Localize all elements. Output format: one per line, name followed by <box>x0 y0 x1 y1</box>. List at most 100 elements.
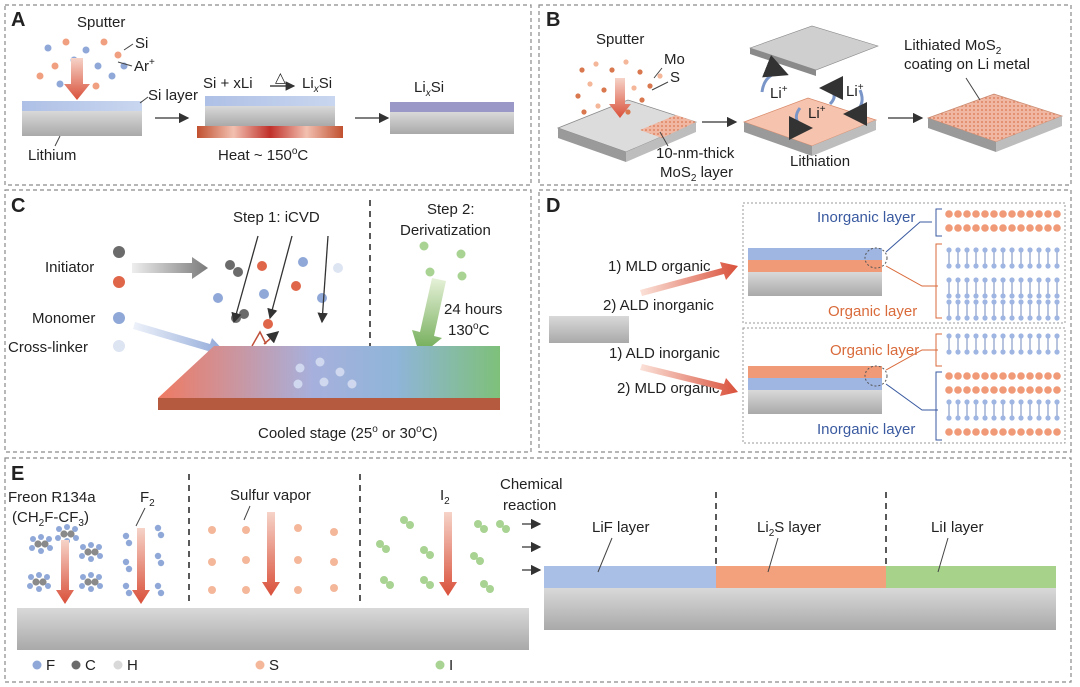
organic-end-atom <box>1000 263 1006 269</box>
derivatization-particles <box>419 241 467 281</box>
freon-carbon <box>39 578 47 586</box>
inorganic-atom <box>954 372 962 380</box>
organic-end-atom <box>955 349 961 355</box>
freon-fluorine <box>45 583 51 589</box>
organic-end-atom <box>946 293 952 299</box>
organic-end-atom <box>991 293 997 299</box>
organic-end-atom <box>964 349 970 355</box>
organic-end-atom <box>1027 415 1033 421</box>
inorganic-atom <box>981 428 989 436</box>
f2-atom <box>154 524 162 532</box>
initiator-arrow <box>132 257 208 279</box>
bottom-stack-frame <box>742 327 1066 444</box>
freon-fluorine <box>29 545 35 551</box>
organic-end-atom <box>1036 415 1042 421</box>
freon-carbon <box>67 530 75 538</box>
sulfur-atom <box>294 586 302 594</box>
inorganic-atom <box>999 372 1007 380</box>
iodine-atom <box>476 557 484 565</box>
inorganic-atom <box>963 210 971 218</box>
inorganic-atom <box>1017 386 1025 394</box>
inorganic-atom <box>981 224 989 232</box>
organic-end-atom <box>955 333 961 339</box>
lixsi-layer <box>390 102 514 112</box>
mo-label: Mo <box>664 51 685 68</box>
inorganic-atom <box>972 210 980 218</box>
panel-e-label: E <box>11 463 24 485</box>
panel-a-frame <box>4 4 532 186</box>
inorganic-atom <box>1044 224 1052 232</box>
organic-end-atom <box>1054 263 1060 269</box>
bottom-process-arrow <box>640 364 738 396</box>
inorganic-atom <box>999 224 1007 232</box>
iodine-arrow <box>439 512 457 596</box>
iodine-atom <box>426 551 434 559</box>
top-step1-label: 1) MLD organic <box>608 258 711 275</box>
organic-end-atom <box>982 399 988 405</box>
organic-end-atom <box>964 399 970 405</box>
lif-layer <box>544 566 716 588</box>
organic-end-atom <box>973 415 979 421</box>
organic-end-atom <box>991 399 997 405</box>
freon-fluorine <box>88 542 94 548</box>
panel-d-frame <box>538 189 1072 453</box>
iodine-atom <box>480 580 488 588</box>
freon-arrow <box>56 540 74 604</box>
organic-end-atom <box>964 299 970 305</box>
legend-c-label: C <box>85 657 96 674</box>
reaction-product: LixSi <box>302 75 332 95</box>
panel-d-label: D <box>546 195 560 217</box>
lithiation-label: Lithiation <box>790 153 850 170</box>
organic-end-atom <box>991 277 997 283</box>
organic-end-atom <box>1009 247 1015 253</box>
panel-c: C Step 1: iCVD Step 2: Derivatization In… <box>4 189 532 453</box>
organic-end-atom <box>1027 247 1033 253</box>
inorganic-atom <box>1044 386 1052 394</box>
li-foil-top <box>749 25 879 71</box>
lii-layer-label: LiI layer <box>931 519 984 536</box>
icvd-flux-3 <box>317 235 329 324</box>
top-step2-label: 2) ALD inorganic <box>603 297 714 314</box>
organic-end-atom <box>1036 277 1042 283</box>
freon-carbon <box>84 578 92 586</box>
iodine-atom <box>480 525 488 533</box>
inorganic-atom <box>954 224 962 232</box>
organic-end-atom <box>982 349 988 355</box>
inorganic-atom <box>1044 210 1052 218</box>
chemical-reaction-line1: Chemical <box>500 476 563 493</box>
iodine-atom <box>382 545 390 553</box>
organic-end-atom <box>1018 263 1024 269</box>
f2-atom <box>122 532 130 540</box>
top-inorganic-label: Inorganic layer <box>817 209 915 226</box>
heater-plate <box>197 126 343 138</box>
freon-carbon <box>91 578 99 586</box>
inorganic-atom <box>945 386 953 394</box>
lithiated-wafer-side-left <box>928 118 996 152</box>
top-substrate <box>748 272 882 296</box>
legend-f-dot <box>32 660 42 670</box>
organic-end-atom <box>1045 263 1051 269</box>
organic-end-atom <box>1018 299 1024 305</box>
organic-end-atom <box>955 293 961 299</box>
organic-end-atom <box>1009 315 1015 321</box>
bottom-substrate <box>748 390 882 414</box>
organic-end-atom <box>973 247 979 253</box>
iodine-atom <box>420 576 428 584</box>
inorganic-atom <box>1017 210 1025 218</box>
inorganic-atom <box>981 386 989 394</box>
inorganic-atom <box>945 224 953 232</box>
bottom-molecular-layers <box>945 333 1061 436</box>
si-layer <box>22 101 142 111</box>
organic-end-atom <box>1000 415 1006 421</box>
f2-atom <box>154 552 162 560</box>
freon-fluorine <box>96 544 102 550</box>
freon-fluorine <box>38 548 44 554</box>
top-stack-frame <box>742 202 1066 324</box>
freon-fluorine <box>80 544 86 550</box>
cooled-stage-side <box>158 398 500 410</box>
si-layer-label: Si layer <box>148 87 198 104</box>
legend-h-label: H <box>127 657 138 674</box>
lixsi-label: LixSi <box>414 79 444 99</box>
organic-end-atom <box>1045 293 1051 299</box>
